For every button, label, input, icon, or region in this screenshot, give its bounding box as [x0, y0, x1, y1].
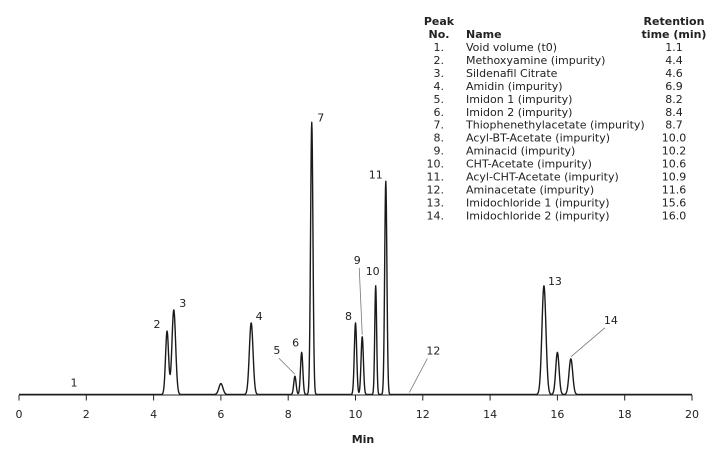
x-tick-label: 4 — [150, 408, 157, 421]
table-cell-retention: 16.0 — [662, 209, 687, 222]
peak-label: 11 — [369, 168, 383, 181]
peak-label: 8 — [345, 310, 352, 323]
peak-label: 1 — [71, 377, 78, 390]
table-cell-peak-no: 9. — [434, 145, 445, 158]
table-cell-retention: 1.1 — [665, 41, 683, 54]
table-cell-retention: 15.6 — [662, 196, 687, 209]
peak-leader-line — [278, 357, 296, 375]
table-cell-retention: 10.6 — [662, 158, 687, 171]
table-cell-peak-no: 10. — [427, 158, 445, 171]
table-cell-peak-no: 14. — [427, 209, 445, 222]
table-cell-retention: 8.2 — [665, 93, 683, 106]
table-cell-peak-no: 13. — [427, 196, 445, 209]
table-cell-retention: 10.9 — [662, 171, 687, 184]
table-cell-name: Methoxyamine (impurity) — [466, 54, 605, 67]
x-tick-label: 10 — [349, 408, 363, 421]
table-cell-peak-no: 2. — [434, 54, 445, 67]
peak-label: 14 — [604, 314, 618, 327]
table-cell-name: Imidon 1 (impurity) — [466, 93, 572, 106]
table-cell-name: Aminacetate (impurity) — [466, 183, 594, 196]
peak-leader-line — [408, 358, 428, 393]
table-cell-name: Imidochloride 2 (impurity) — [466, 209, 610, 222]
peak-leader-line — [358, 267, 363, 335]
x-tick-label: 0 — [16, 408, 23, 421]
peak-label: 13 — [548, 275, 562, 288]
x-tick-label: 18 — [618, 408, 632, 421]
table-cell-retention: 8.7 — [665, 119, 683, 132]
table-cell-peak-no: 12. — [427, 183, 445, 196]
table-cell-name: Thiophenethylacetate (impurity) — [465, 119, 645, 132]
table-cell-name: Acyl-CHT-Acetate (impurity) — [466, 171, 619, 184]
table-cell-retention: 10.2 — [662, 145, 687, 158]
table-cell-retention: 8.4 — [665, 106, 683, 119]
x-tick-label: 6 — [217, 408, 224, 421]
table-cell-peak-no: 4. — [434, 80, 445, 93]
table-cell-name: Imidon 2 (impurity) — [466, 106, 572, 119]
x-tick-label: 2 — [83, 408, 90, 421]
peak-label: 7 — [317, 111, 324, 124]
table-cell-retention: 6.9 — [665, 80, 683, 93]
table-cell-peak-no: 3. — [434, 67, 445, 80]
x-tick-label: 8 — [285, 408, 292, 421]
peak-leader-line — [570, 327, 606, 358]
peak-label: 4 — [256, 310, 263, 323]
table-cell-retention: 4.4 — [665, 54, 683, 67]
x-axis-title: Min — [352, 433, 375, 446]
peak-label: 6 — [292, 336, 299, 349]
table-header-retention: Retention — [644, 15, 705, 28]
peak-label: 10 — [366, 265, 380, 278]
table-cell-peak-no: 1. — [434, 41, 445, 54]
peak-label: 2 — [154, 318, 161, 331]
table-cell-retention: 10.0 — [662, 132, 687, 145]
table-cell-peak-no: 5. — [434, 93, 445, 106]
table-cell-peak-no: 8. — [434, 132, 445, 145]
x-tick-label: 12 — [416, 408, 430, 421]
table-cell-name: CHT-Acetate (impurity) — [466, 158, 592, 171]
table-cell-retention: 11.6 — [662, 183, 687, 196]
table-cell-name: Amidin (impurity) — [466, 80, 563, 93]
table-cell-name: Imidochloride 1 (impurity) — [466, 196, 610, 209]
table-cell-retention: 4.6 — [665, 67, 683, 80]
table-header-name: Name — [466, 28, 502, 41]
peak-label: 12 — [426, 345, 440, 358]
peak-label: 5 — [273, 344, 280, 357]
x-tick-label: 16 — [550, 408, 564, 421]
table-header-peak: Peak — [424, 15, 455, 28]
table-header-time: time (min) — [642, 28, 707, 41]
table-cell-name: Void volume (t0) — [466, 41, 557, 54]
table-cell-name: Acyl-BT-Acetate (impurity) — [466, 132, 610, 145]
table-cell-name: Aminacid (impurity) — [466, 145, 575, 158]
peak-label: 9 — [354, 254, 361, 267]
x-tick-label: 20 — [685, 408, 699, 421]
x-axis: 0 2 4 6 8 10 12 14 16 18 20 — [16, 394, 699, 421]
table-cell-name: Sildenafil Citrate — [466, 67, 558, 80]
peak-label: 3 — [179, 297, 186, 310]
table-cell-peak-no: 6. — [434, 106, 445, 119]
table-cell-peak-no: 11. — [427, 171, 445, 184]
table-header-no: No. — [429, 28, 450, 41]
x-tick-label: 14 — [483, 408, 497, 421]
table-cell-peak-no: 7. — [434, 119, 445, 132]
